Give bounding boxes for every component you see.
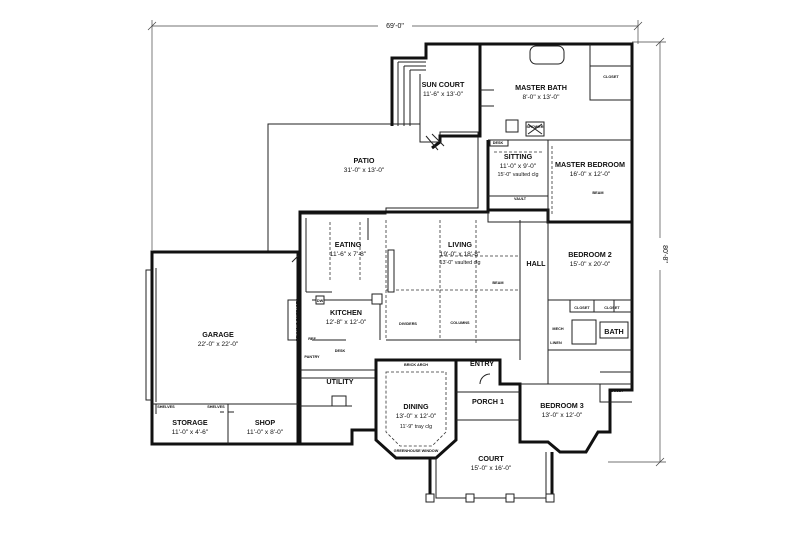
ref-label: REF bbox=[308, 337, 316, 341]
exterior-wall-east-wing bbox=[480, 42, 634, 224]
brick-arch-label: BRICK ARCH bbox=[404, 363, 428, 367]
room-name: SUN COURT bbox=[422, 80, 465, 89]
room-master-bedroom: MASTER BEDROOM 16'-0" x 12'-0" bbox=[555, 160, 625, 178]
utility-label: UTILITY bbox=[326, 377, 353, 386]
closet-label-bed2b: CLOSET bbox=[604, 306, 620, 310]
dividers-label: DIVIDERS bbox=[399, 322, 417, 326]
dimension-lines bbox=[147, 20, 666, 467]
court-area bbox=[425, 452, 555, 503]
room-name: GARAGE bbox=[202, 330, 234, 339]
living-eating-interior bbox=[329, 212, 548, 360]
room-eating: EATING 11'-6" x 7'-8" bbox=[330, 240, 367, 258]
desk-label-kitchen: DESK bbox=[335, 349, 346, 353]
shelves-label-shop: SHELVES bbox=[207, 405, 225, 409]
room-court: COURT 15'-0" x 16'-0" bbox=[471, 454, 512, 472]
room-name: COURT bbox=[478, 454, 504, 463]
room-note: 13'-0" vaulted clg bbox=[439, 260, 480, 266]
room-size: 12'-8" x 12'-0" bbox=[326, 319, 367, 326]
pantry-label: PANTRY bbox=[304, 355, 320, 359]
room-size: 11'-6" x 13'-0" bbox=[423, 91, 464, 98]
room-bedroom-2: BEDROOM 2 15'-0" x 20'-0" bbox=[568, 250, 612, 268]
exterior-wall-rear-living bbox=[298, 140, 490, 250]
room-name: EATING bbox=[335, 240, 362, 249]
room-name: MASTER BATH bbox=[515, 83, 567, 92]
room-shop: SHOP 11'-0" x 8'-0" bbox=[247, 418, 284, 436]
shower-label: SHOWER bbox=[526, 125, 543, 129]
bath-label: BATH bbox=[604, 327, 623, 336]
room-size: 31'-0" x 13'-0" bbox=[344, 167, 385, 174]
room-master-bath: MASTER BATH 8'-0" x 13'-0" bbox=[515, 83, 567, 101]
room-size: 13'-0" x 12'-0" bbox=[542, 412, 583, 419]
room-sun-court: SUN COURT 11'-6" x 13'-0" bbox=[422, 80, 465, 98]
room-name: BEDROOM 2 bbox=[568, 250, 612, 259]
vault-label: VAULT bbox=[514, 197, 527, 201]
closet-label-master: CLOSET bbox=[603, 75, 619, 79]
mech-label: MECH bbox=[552, 327, 563, 331]
desk-label-sitting: DESK bbox=[493, 141, 504, 145]
room-note: 11'-9" tray clg bbox=[400, 424, 432, 430]
dw-label: DW bbox=[317, 299, 324, 303]
room-size: 22'-0" x 22'-0" bbox=[198, 341, 239, 348]
hall-label: HALL bbox=[526, 259, 546, 268]
shelves-label-storage: SHELVES bbox=[157, 405, 175, 409]
room-size: 15'-0" x 16'-0" bbox=[471, 465, 512, 472]
master-suite-interior bbox=[480, 44, 632, 222]
room-name: SHOP bbox=[255, 418, 276, 427]
room-name: KITCHEN bbox=[330, 308, 362, 317]
room-size: 11'-0" x 4'-6" bbox=[172, 429, 209, 436]
overall-depth-label: 80'-8" bbox=[661, 245, 668, 263]
room-name: DINING bbox=[403, 402, 429, 411]
room-note: 15'-0" vaulted clg bbox=[497, 172, 538, 178]
room-size: 8'-0" x 13'-0" bbox=[523, 94, 561, 101]
storage-shop-divider bbox=[152, 403, 298, 444]
room-name: MASTER BEDROOM bbox=[555, 160, 625, 169]
room-dining: DINING 13'-0" x 12'-0" 11'-9" tray clg bbox=[396, 402, 437, 430]
room-size: 15'-0" x 20'-0" bbox=[570, 261, 611, 268]
closet-label-bed2a: CLOSET bbox=[574, 306, 590, 310]
porch-label: PORCH 1 bbox=[472, 397, 504, 406]
room-name: BEDROOM 3 bbox=[540, 401, 584, 410]
entry-porch-area bbox=[456, 358, 522, 421]
room-patio: PATIO 31'-0" x 13'-0" bbox=[344, 156, 385, 174]
room-size: 11'-6" x 7'-8" bbox=[330, 251, 367, 258]
columns-label: COLUMNS bbox=[450, 321, 470, 325]
room-name: LIVING bbox=[448, 240, 472, 249]
room-sitting: SITTING 11'-0" x 9'-0" 15'-0" vaulted cl… bbox=[497, 152, 538, 178]
room-name: PATIO bbox=[354, 156, 375, 165]
rec-storage-label: RECYCLING STORAGE bbox=[295, 299, 299, 342]
greenhouse-window-label: GREENHOUSE WINDOW bbox=[394, 449, 439, 453]
room-size: 13'-0" x 12'-0" bbox=[396, 413, 437, 420]
room-size: 16'-0" x 12'-0" bbox=[570, 171, 611, 178]
room-name: SITTING bbox=[504, 152, 533, 161]
room-size: 11'-0" x 8'-0" bbox=[247, 429, 284, 436]
bedroom-3-interior bbox=[520, 350, 632, 403]
room-garage: GARAGE 22'-0" x 22'-0" bbox=[198, 330, 239, 348]
room-living: LIVING 19'-0" x 18'-8" 13'-0" vaulted cl… bbox=[439, 240, 480, 266]
room-bedroom-3: BEDROOM 3 13'-0" x 12'-0" bbox=[540, 401, 584, 419]
room-size: 19'-0" x 18'-8" bbox=[440, 251, 481, 258]
bedroom-2-interior bbox=[547, 222, 632, 351]
beam-label-living: BEAM bbox=[492, 281, 503, 285]
room-kitchen: KITCHEN 12'-8" x 12'-0" bbox=[326, 308, 367, 326]
room-storage: STORAGE 11'-0" x 4'-6" bbox=[172, 418, 209, 436]
room-size: 11'-0" x 9'-0" bbox=[500, 163, 537, 170]
beam-label-master: BEAM bbox=[592, 191, 603, 195]
kitchen-utility-walls bbox=[298, 218, 383, 446]
linen-label: LINEN bbox=[550, 341, 562, 345]
entry-label: ENTRY bbox=[470, 359, 494, 368]
exterior-wall-east bbox=[518, 222, 634, 454]
closet-label-bed3: CLOSET bbox=[608, 389, 624, 393]
garage-area bbox=[145, 250, 301, 446]
room-name: STORAGE bbox=[172, 418, 208, 427]
overall-width-label: 69'-0" bbox=[386, 23, 404, 30]
